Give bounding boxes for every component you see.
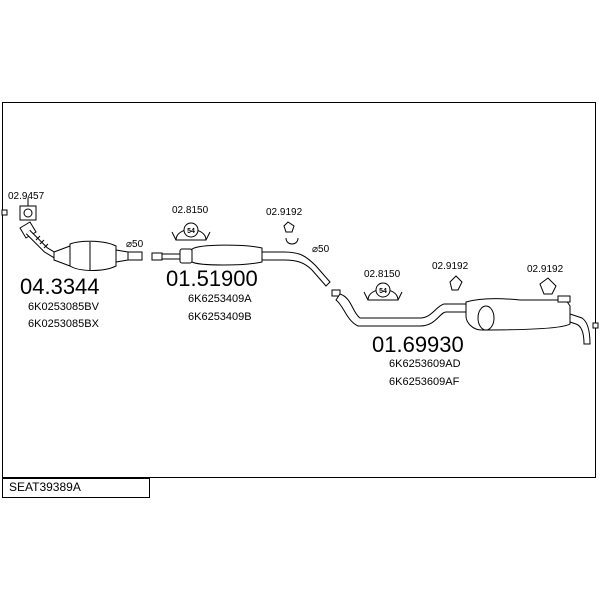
- diameter-label-2: ⌀50: [312, 244, 330, 255]
- middle-silencer-assembly: [151, 244, 331, 287]
- fitting-label-02-8150-right: 02.8150: [364, 269, 401, 280]
- mount-badge-right: 54: [379, 288, 387, 295]
- frame-marker-right: [592, 322, 599, 329]
- fitting-label-02-9457: 02.9457: [8, 191, 45, 202]
- diagram-code-box: SEAT39389A: [2, 478, 150, 498]
- rubber-mount-02-8150-right: 54: [363, 282, 403, 301]
- fitting-label-02-9192-right-2: 02.9192: [527, 264, 564, 275]
- clamp-02-9457: [19, 198, 37, 221]
- part-number-01-51900: 01.51900: [166, 266, 258, 291]
- oe-number-3b: 6K6253609AF: [389, 376, 460, 388]
- diagram-code: SEAT39389A: [9, 480, 81, 494]
- clamp-02-9192-middle: [283, 221, 299, 245]
- oe-number-2a: 6K6253409A: [188, 293, 252, 305]
- oe-number-1b: 6K0253085BX: [28, 318, 100, 330]
- clamp-02-9192-right-1: [449, 275, 463, 291]
- part-number-04-3344: 04.3344: [20, 274, 100, 299]
- mount-badge-left: 54: [187, 228, 195, 235]
- diameter-label-1: ⌀50: [126, 239, 144, 250]
- fitting-label-02-9192-middle: 02.9192: [266, 207, 303, 218]
- fitting-label-02-9192-right-1: 02.9192: [432, 261, 469, 272]
- part-number-01-69930: 01.69930: [372, 332, 464, 357]
- clamp-02-9192-right-2: [539, 277, 557, 295]
- diagram-frame: [2, 102, 596, 478]
- rubber-mount-02-8150-left: 54: [171, 222, 211, 241]
- oe-number-2b: 6K6253409B: [188, 311, 252, 323]
- catalytic-converter-assembly: [19, 221, 143, 271]
- frame-marker-left: [1, 209, 8, 216]
- oe-number-1a: 6K0253085BV: [28, 301, 100, 313]
- rear-silencer-assembly: [331, 289, 591, 345]
- fitting-label-02-8150-left: 02.8150: [172, 205, 209, 216]
- oe-number-3a: 6K6253609AD: [389, 358, 461, 370]
